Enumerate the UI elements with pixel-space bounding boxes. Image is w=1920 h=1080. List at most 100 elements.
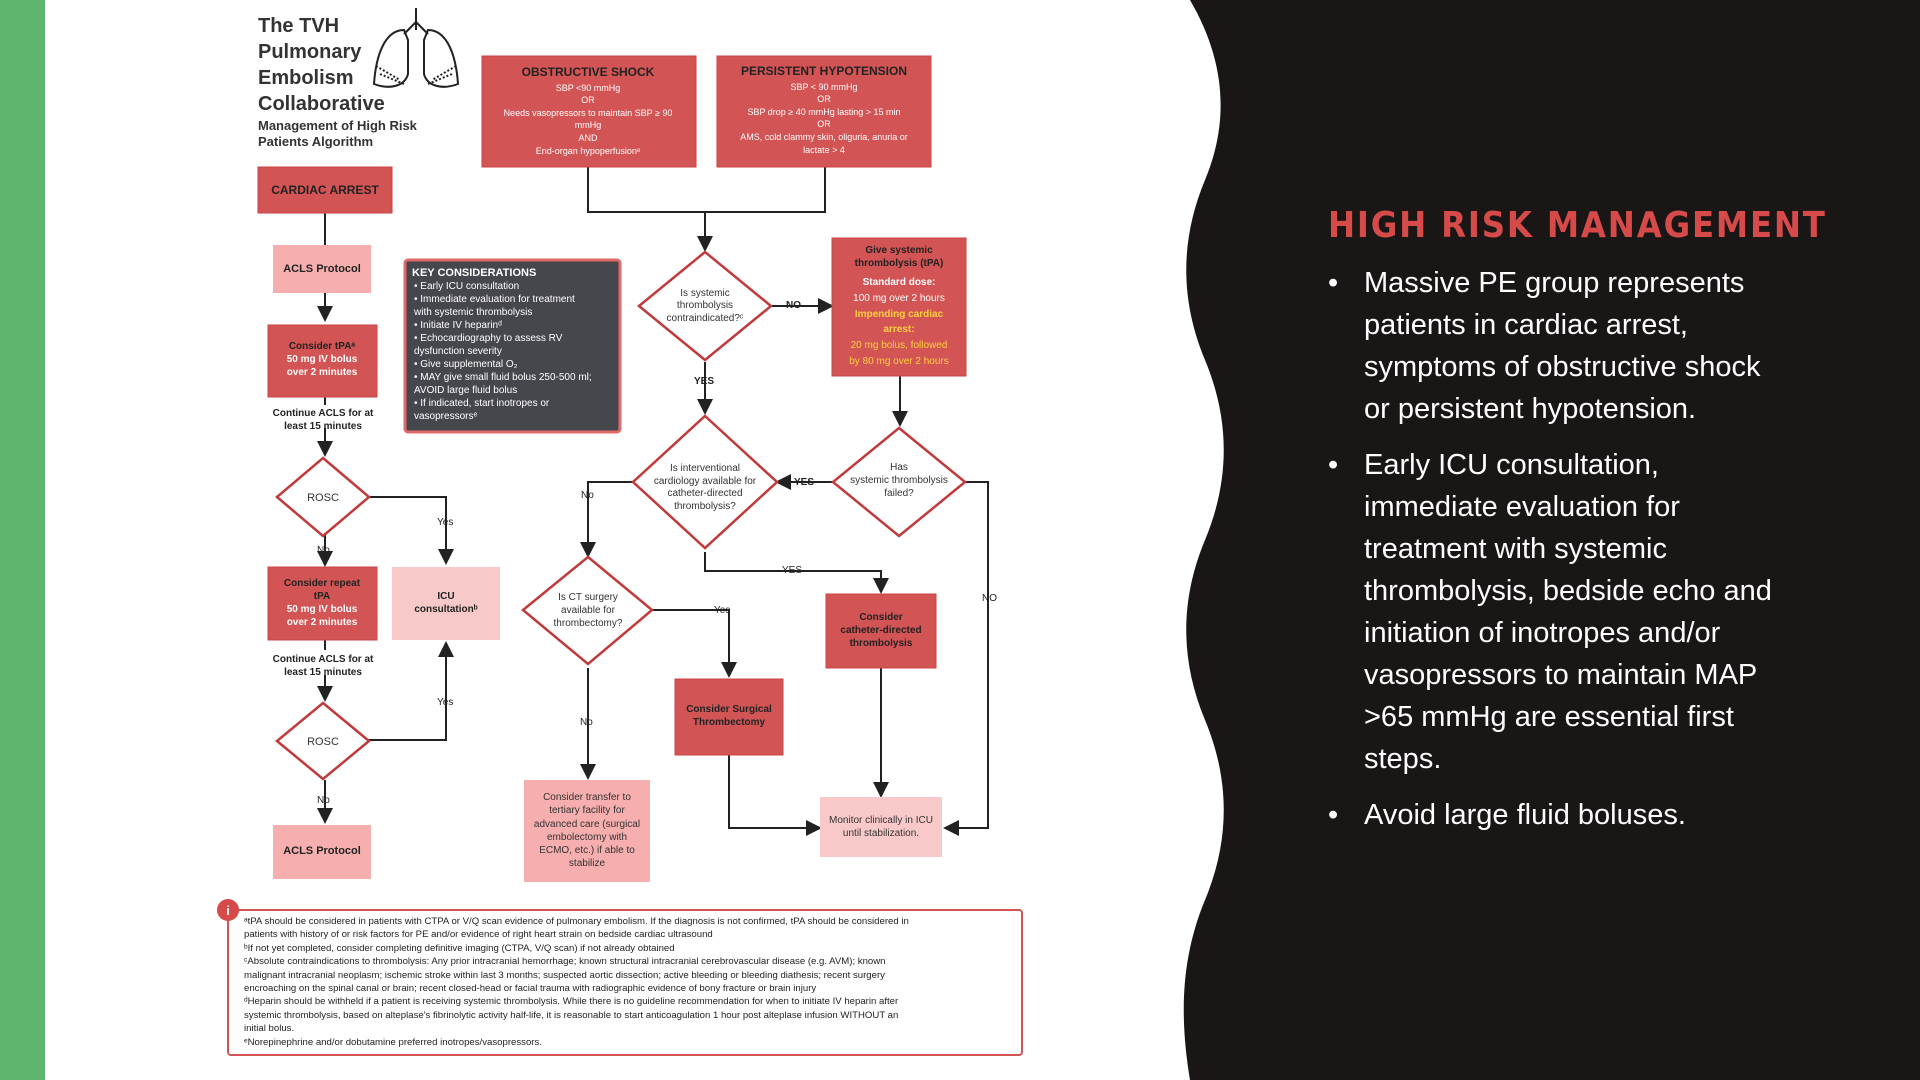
logo-title-line: The TVH [258,15,339,37]
edge-label-yes: Yes [437,517,453,528]
repeat-tpa-line: Consider repeat [284,578,361,589]
lungs-icon [372,8,460,88]
decision-line: Is CT surgery [558,592,618,603]
decision-line: contraindicated?ᶜ [667,313,744,324]
catheter-directed-box: Consider catheter-directed thrombolysis [825,593,937,669]
edge-label-no: No [317,795,330,806]
continue-acls-note: Continue ACLS for at least 15 minutes [273,654,374,678]
obstructive-shock-title: OBSTRUCTIVE SHOCK [522,65,655,79]
footnote-line: encroaching on the spinal canal or brain… [244,983,816,994]
impending-arrest-dose: by 80 mg over 2 hours [849,356,949,367]
obstructive-shock-line: End-organ hypoperfusionᵉ [536,146,641,156]
key-considerations-line: • Immediate evaluation for treatment [414,294,575,305]
key-considerations-title: KEY CONSIDERATIONS [412,267,536,279]
obstructive-shock-line: AND [578,133,598,143]
rosc-label: ROSC [307,492,339,504]
icu-consultation-box: ICU consultationᵇ [392,567,500,640]
key-considerations-line: • If indicated, start inotropes or [414,398,550,409]
rosc-decision: ROSC [275,456,371,538]
decision-line: systemic thrombolysis [850,475,948,486]
transfer-line: Consider transfer to [543,792,631,803]
transfer-line: ECMO, etc.) if able to [539,845,635,856]
high-risk-panel: HIGH RISK MANAGEMENT Massive PE group re… [1320,205,1825,850]
acls-protocol-box: ACLS Protocol [273,245,371,293]
continue-acls-line: least 15 minutes [284,667,362,678]
logo: The TVH Pulmonary Embolism Collaborative… [258,8,460,149]
decision-line: Has [890,462,908,473]
key-considerations-line: AVOID large fluid bolus [414,385,517,396]
thrombolysis-contraindicated-decision: Is systemic thrombolysis contraindicated… [637,250,773,362]
decision-line: thrombolysis? [674,501,736,512]
connectors [317,167,989,836]
continue-acls-line: Continue ACLS for at [273,408,374,419]
obstructive-shock-box: OBSTRUCTIVE SHOCK SBP <90 mmHg OR Needs … [481,55,697,168]
left-accent-bar [0,0,45,1080]
transfer-line: advanced care (surgical [534,819,640,830]
decision-line: catheter-directed [667,488,742,499]
cardiac-arrest-box: CARDIAC ARREST [257,166,393,214]
logo-title-line: Collaborative [258,93,385,115]
bullet-item: Early ICU consultation, immediate evalua… [1328,444,1780,780]
decision-line: Is interventional [670,463,740,474]
footnote-line: ᵇIf not yet completed, consider completi… [244,943,675,954]
persistent-hypotension-line: AMS, cold clammy skin, oliguria, anuria … [740,132,908,142]
surgical-thrombectomy-line: Consider Surgical [686,704,772,715]
surgical-thrombectomy-line: Thrombectomy [693,717,766,728]
impending-arrest-label: Impending cardiac [855,309,944,320]
obstructive-shock-line: SBP <90 mmHg [556,83,621,93]
continue-acls-note: Continue ACLS for at least 15 minutes [273,408,374,432]
edge-label-yes: YES [782,565,802,576]
acls-protocol-box: ACLS Protocol [273,825,371,879]
bullet-list: Massive PE group represents patients in … [1320,262,1780,836]
footnote-line: ᵈHeparin should be withheld if a patient… [244,996,899,1007]
edge-label-yes: Yes [714,605,730,616]
footnotes-box: i ᵃtPA should be considered in patients … [217,899,1023,1056]
obstructive-shock-line: Needs vasopressors to maintain SBP ≥ 90 [504,108,673,118]
impending-arrest-dose: 20 mg bolus, followed [851,340,948,351]
consider-tpa-line: over 2 minutes [287,367,358,378]
persistent-hypotension-line: SBP drop ≥ 40 mmHg lasting > 15 min [747,107,900,117]
icu-consultation-line: ICU [437,591,454,602]
catheter-directed-line: Consider [859,612,902,623]
logo-subtitle-line: Management of High Risk [258,118,418,133]
footnote-line: initial bolus. [244,1023,294,1034]
rosc-decision: ROSC [275,701,371,781]
consider-tpa-line: Consider tPAᵃ [289,341,356,352]
footnote-line: ᵃtPA should be considered in patients wi… [244,916,909,927]
edge-label-yes: Yes [437,697,453,708]
decision-line: failed? [884,488,914,499]
acls-protocol-label: ACLS Protocol [283,845,361,857]
footnote-line: ᵉNorepinephrine and/or dobutamine prefer… [244,1037,542,1048]
standard-dose-value: 100 mg over 2 hours [853,293,945,304]
persistent-hypotension-line: lactate > 4 [803,145,845,155]
interventional-cardiology-decision: Is interventional cardiology available f… [631,414,779,550]
key-considerations-box: KEY CONSIDERATIONS • Early ICU consultat… [403,258,622,434]
transfer-line: embolectomy with [547,832,627,843]
transfer-box: Consider transfer to tertiary facility f… [524,780,650,882]
logo-title-line: Pulmonary [258,41,362,63]
bullet-item: Massive PE group represents patients in … [1328,262,1780,430]
rosc-label: ROSC [307,736,339,748]
obstructive-shock-line: OR [581,95,595,105]
give-systemic-title: thrombolysis (tPA) [855,258,944,269]
persistent-hypotension-title: PERSISTENT HYPOTENSION [741,64,907,78]
decision-line: thrombectomy? [554,618,623,629]
key-considerations-line: with systemic thrombolysis [413,307,532,318]
footnote-line: patients with history of or risk factors… [244,929,713,940]
impending-arrest-label: arrest: [883,324,914,335]
decision-line: available for [561,605,616,616]
continue-acls-line: Continue ACLS for at [273,654,374,665]
transfer-line: stabilize [569,858,606,869]
info-icon [217,899,239,921]
edge-label-no: No [580,717,593,728]
key-considerations-line: • Give supplemental O₂ [414,359,518,370]
logo-subtitle-line: Patients Algorithm [258,134,373,149]
repeat-tpa-line: over 2 minutes [287,617,358,628]
monitor-box: Monitor clinically in ICU until stabiliz… [820,797,942,857]
thrombolysis-failed-decision: Has systemic thrombolysis failed? [831,426,967,538]
give-systemic-title: Give systemic [865,245,933,256]
persistent-hypotension-line: OR [817,94,831,104]
edge-label-no: No [317,545,330,556]
footnote-line: systemic thrombolysis, based on alteplas… [244,1010,898,1021]
